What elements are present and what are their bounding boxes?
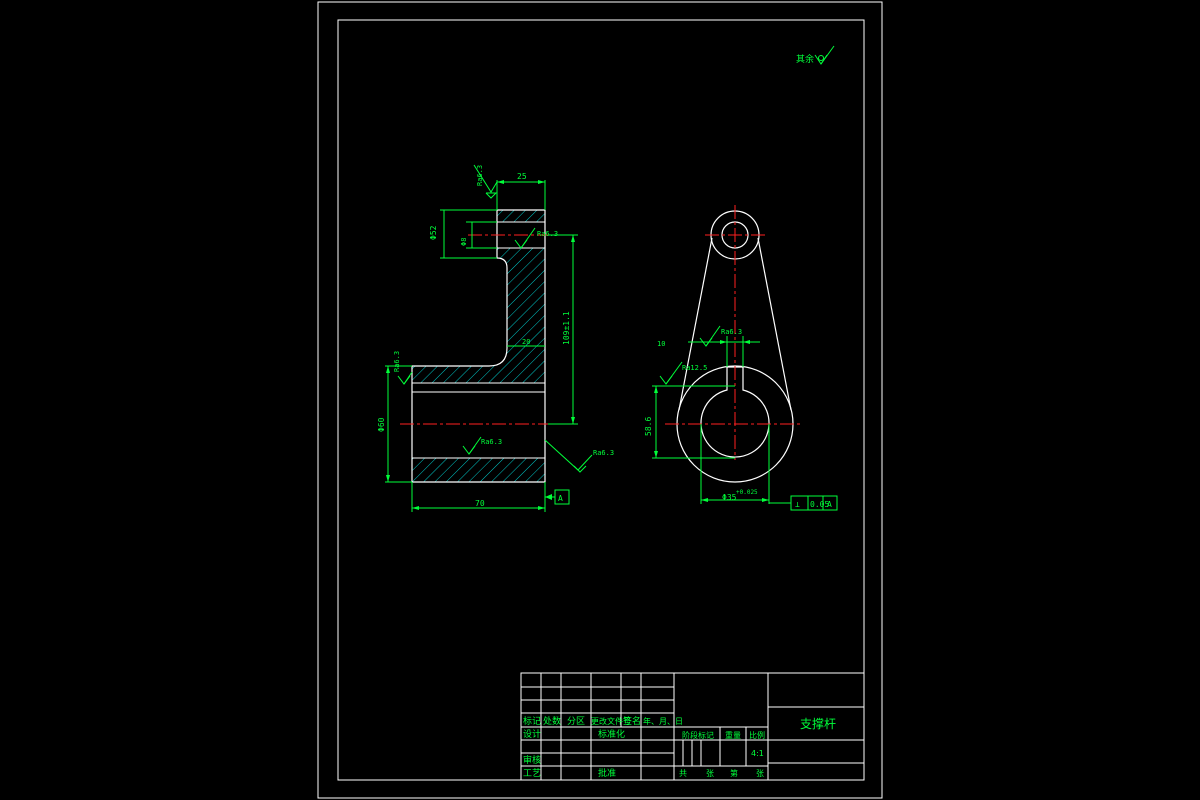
sheet-outer-border: [317, 1, 883, 799]
roughness-right-top: Ra6.3: [537, 230, 558, 238]
dim-keyway-depth: 58.6: [644, 417, 653, 436]
tb-design: 设计: [523, 728, 541, 740]
tb-header-4: 签名: [623, 715, 641, 727]
front-view: 10 58.6 Φ35 +0.025 Ra6.3 Ra12.5 ⊥ 0.05 A: [644, 205, 838, 511]
tb-header-1: 处数: [543, 715, 561, 727]
title-block: [520, 672, 865, 781]
side-section-view: 25 Φ52 Φ8 109±1.1 20 Φ60 70 A Ra6.3 Ra6.…: [377, 164, 614, 512]
dim-rib: 20: [522, 338, 530, 346]
tb-stage: 阶段标记: [682, 730, 714, 740]
tb-weight: 重量: [725, 730, 741, 740]
tb-header-2: 分区: [567, 716, 585, 727]
roughness-check-icon: [814, 45, 835, 65]
roughness-top: Ra6.3: [476, 165, 484, 186]
dim-slot-depth: Φ52: [429, 225, 438, 240]
datum-a-label: A: [558, 494, 563, 503]
dim-top-width: 25: [517, 172, 527, 181]
tb-sheet-0: 共: [679, 769, 687, 778]
tol-symbol: ⊥: [795, 500, 800, 509]
keyway-bore: [700, 366, 770, 458]
dim-slot-small: Φ8: [460, 238, 468, 246]
tb-header-0: 标记: [523, 715, 541, 727]
sheet-inner-border: [337, 19, 865, 781]
hatch-rib: [412, 248, 545, 383]
tb-process: 工艺: [523, 768, 541, 779]
side-outline: [411, 209, 546, 483]
roughness-bottom-right: Ra6.3: [593, 449, 614, 457]
part-name: 支撑杆: [800, 716, 836, 731]
tb-scale-value: 4:1: [751, 749, 764, 758]
tb-check: 审核: [523, 754, 541, 766]
dim-bore-dia: Φ35: [722, 493, 737, 502]
roughness-keyway: Ra6.3: [721, 328, 742, 336]
tol-value: 0.05: [810, 500, 829, 509]
corner-roughness-note: 其余: [796, 45, 835, 65]
tb-approve: 批准: [598, 767, 616, 779]
tb-header-5: 年、月、日: [643, 716, 683, 726]
dim-height-total: 109±1.1: [562, 311, 571, 345]
dim-bore-tol: +0.025: [736, 489, 758, 496]
tb-standard: 标准化: [598, 728, 625, 740]
roughness-front-bore: Ra12.5: [682, 364, 707, 372]
roughness-left-mid: Ra6.3: [393, 351, 401, 372]
dim-keyway-width: 10: [657, 340, 665, 348]
dim-length: 70: [475, 499, 485, 508]
dim-bore: Φ60: [377, 417, 386, 432]
tb-sheet-1: 张: [706, 769, 714, 778]
tb-scale-label: 比例: [749, 730, 765, 740]
tb-sheet-2: 第: [730, 768, 738, 778]
roughness-bore: Ra6.3: [481, 438, 502, 446]
tb-header-3: 更改文件号: [591, 716, 631, 726]
title-block-text: 标记 处数 分区 更改文件号 签名 年、月、日 设计 标准化 审核 工艺 批准 …: [523, 715, 836, 779]
hatch-top-boss: [497, 210, 545, 222]
tol-datum: A: [827, 500, 832, 509]
corner-roughness-label: 其余: [796, 53, 814, 65]
tb-sheet-3: 张: [756, 769, 764, 778]
hatch-bottom-boss: [412, 458, 545, 482]
